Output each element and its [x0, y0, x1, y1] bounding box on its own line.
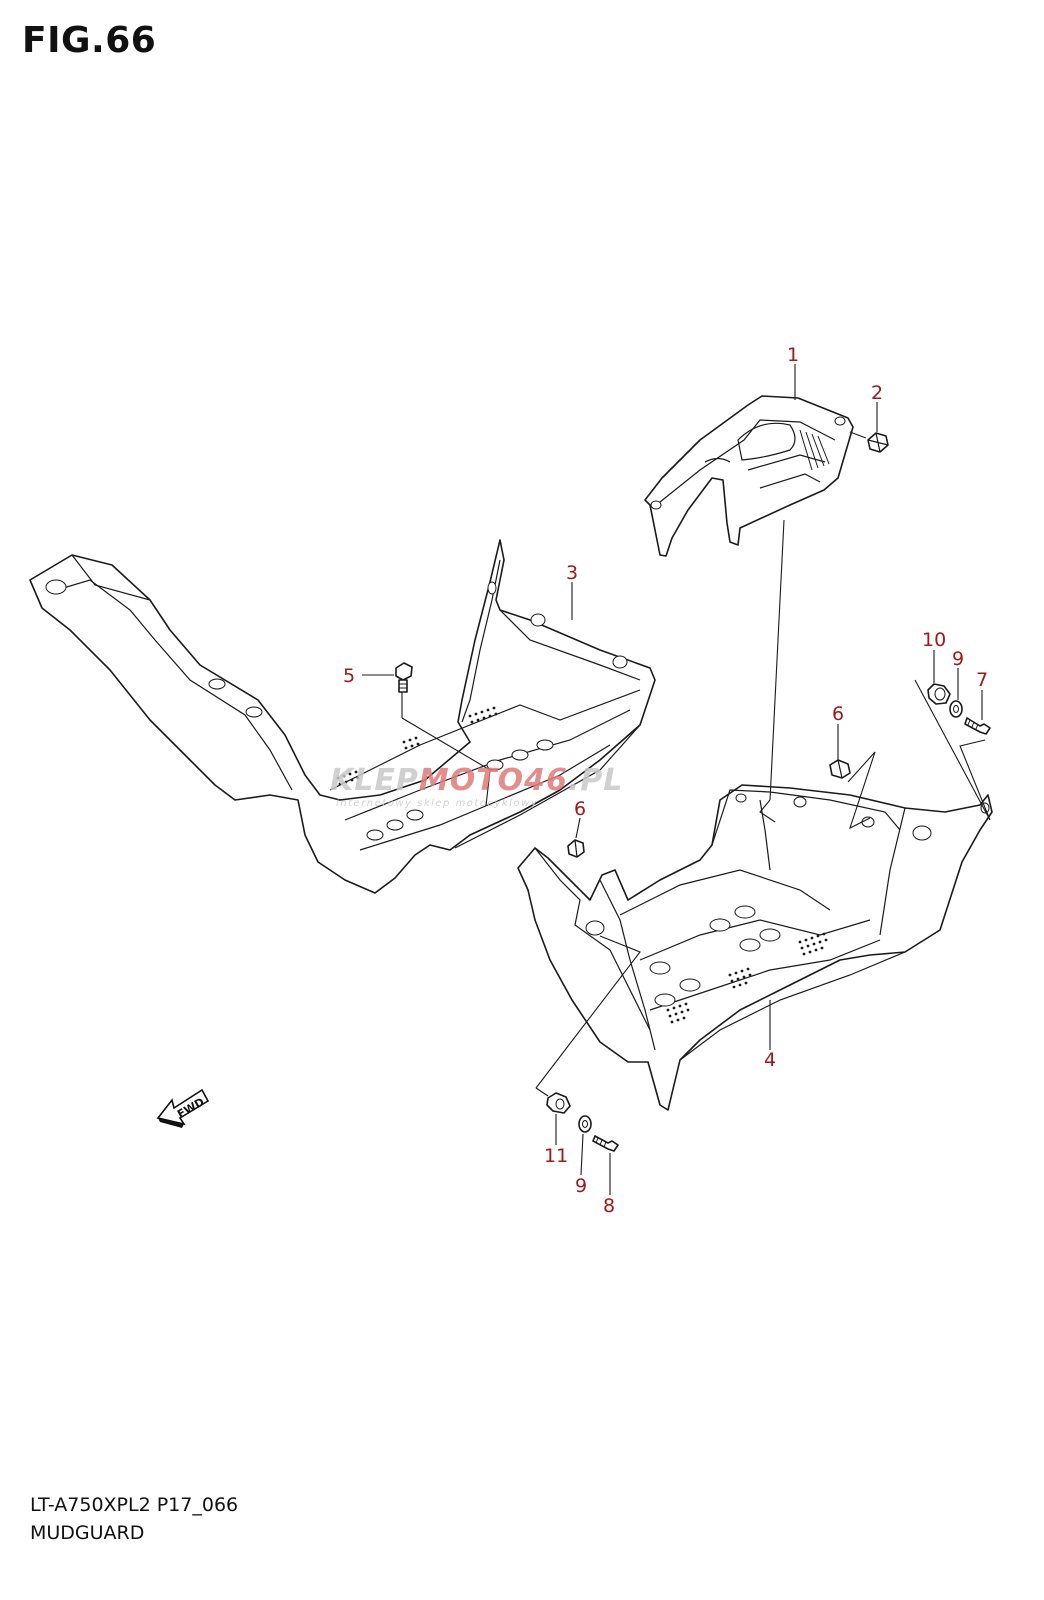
figure-title: FIG.66 — [22, 20, 157, 61]
part-6-clip-upper[interactable] — [829, 759, 851, 779]
part-2-bolt[interactable] — [867, 432, 889, 453]
part-4-right-mudguard[interactable] — [517, 784, 993, 1111]
callout-8: 8 — [603, 1195, 615, 1217]
watermark-text-left: KLEP — [330, 763, 419, 798]
svg-text:KLEPMOTO46.PL: KLEPMOTO46.PL — [330, 763, 623, 798]
part-3-left-mudguard[interactable] — [29, 539, 656, 894]
callout-4: 4 — [764, 1049, 776, 1071]
callout-11: 11 — [544, 1145, 568, 1167]
part-10-grommet[interactable] — [927, 683, 951, 705]
callout-7: 7 — [976, 669, 988, 691]
part-5-bolt[interactable] — [395, 662, 413, 693]
model-code: LT-A750XPL2 P17_066 — [30, 1494, 239, 1516]
part-1-cover[interactable] — [644, 395, 854, 557]
watermark-text-mid: MOTO — [419, 763, 524, 798]
section-name: MUDGUARD — [30, 1522, 145, 1544]
part-9-washer-upper[interactable] — [949, 700, 963, 718]
watermark-text-num: 46 — [523, 763, 568, 798]
watermark: KLEPMOTO46.PL internetowy sklep motocykl… — [330, 763, 623, 809]
callout-6-upper: 6 — [832, 703, 844, 725]
watermark-text-right: .PL — [568, 763, 624, 798]
part-9-washer-lower[interactable] — [578, 1115, 592, 1133]
part-11-grommet[interactable] — [546, 1092, 571, 1114]
callout-2: 2 — [871, 382, 883, 404]
part-8-screw[interactable] — [592, 1135, 619, 1152]
part-6-clip-lower[interactable] — [567, 839, 585, 858]
leader-lines — [362, 364, 991, 1195]
callout-1: 1 — [787, 344, 799, 366]
forward-arrow-icon: FWD — [156, 1088, 210, 1128]
callout-6-lower: 6 — [574, 798, 586, 820]
callout-3: 3 — [566, 562, 578, 584]
callout-10: 10 — [922, 629, 946, 651]
part-7-screw[interactable] — [964, 717, 991, 735]
watermark-subtitle: internetowy sklep motocyklowy — [336, 798, 538, 809]
callout-9-upper: 9 — [952, 648, 964, 670]
callout-5: 5 — [343, 665, 355, 687]
callout-9-lower: 9 — [575, 1175, 587, 1197]
